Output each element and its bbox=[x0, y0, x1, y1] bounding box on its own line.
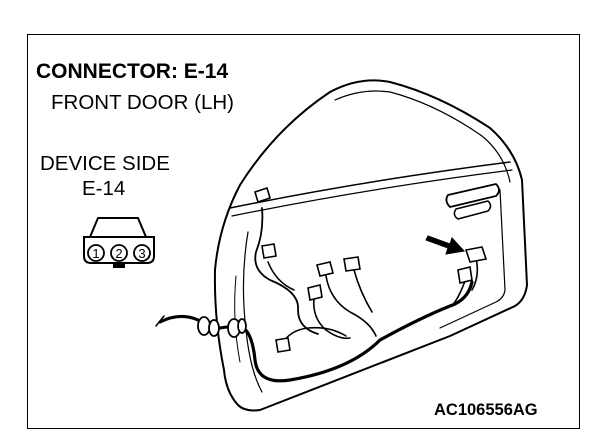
harness-connector-b bbox=[316, 261, 334, 277]
harness-connector-e bbox=[275, 337, 291, 353]
harness-connector-top bbox=[254, 186, 271, 204]
door-handle-slot bbox=[445, 183, 500, 208]
harness-grommet bbox=[197, 316, 247, 338]
harness-connector-f bbox=[457, 266, 473, 284]
connector-title: CONNECTOR: E-14 bbox=[36, 60, 229, 83]
harness-branch-upper bbox=[254, 207, 319, 335]
harness-branch-connector-b bbox=[325, 275, 377, 337]
connector-pin-1-label: 1 bbox=[92, 246, 99, 261]
door-outer-outline bbox=[213, 79, 528, 412]
harness-lead-tip bbox=[155, 315, 165, 327]
door-trim-right bbox=[439, 189, 506, 329]
location-subtitle: FRONT DOOR (LH) bbox=[51, 91, 234, 114]
door-trim-line bbox=[242, 231, 263, 393]
door-handle-slot-lower bbox=[453, 200, 492, 220]
harness-connector-c bbox=[343, 256, 361, 272]
harness-branch-connector-a bbox=[267, 261, 295, 291]
connector-pin-3: 3 bbox=[133, 244, 151, 262]
harness-connector-d bbox=[307, 284, 323, 301]
door-inner-outline bbox=[334, 90, 511, 183]
window-beltline bbox=[229, 161, 511, 209]
connector-pointer-arrow bbox=[425, 235, 465, 255]
connector-pictogram: 1 2 3 bbox=[83, 217, 155, 268]
device-side-label: DEVICE SIDE bbox=[40, 152, 170, 175]
harness-branch-lower bbox=[281, 326, 347, 345]
connector-pin-3-label: 3 bbox=[138, 246, 145, 261]
connector-pin-2: 2 bbox=[110, 244, 128, 262]
harness-branch-connector-d bbox=[312, 297, 351, 340]
harness-connectors bbox=[254, 186, 488, 353]
connector-pin-2-label: 2 bbox=[115, 246, 122, 261]
window-beltline-lower bbox=[231, 169, 513, 217]
harness-branch-connector-c bbox=[353, 269, 373, 313]
harness-connector-a bbox=[261, 243, 277, 259]
figure-code: AC106556AG bbox=[434, 401, 538, 419]
connector-pin-1: 1 bbox=[87, 244, 105, 262]
device-code-label: E-14 bbox=[82, 177, 126, 200]
harness-connector-e14 bbox=[464, 246, 488, 263]
harness-main-trunk bbox=[238, 280, 474, 383]
